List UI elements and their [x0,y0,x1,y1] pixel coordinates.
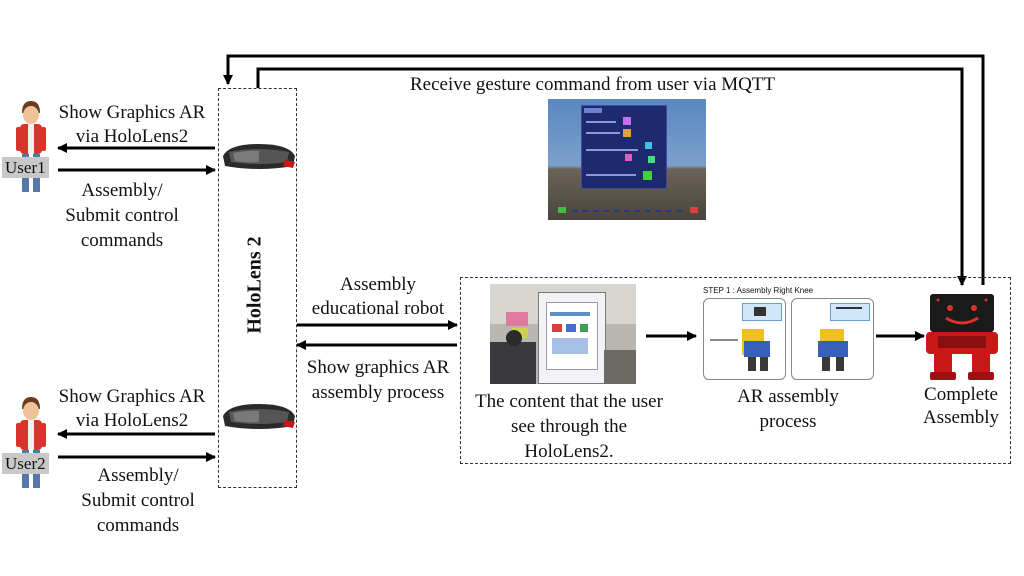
ar-step-panel-1 [703,298,786,380]
hololens-box [218,88,297,488]
ar-process-caption-line2: process [759,411,817,432]
user1-submit-line3: commands [80,230,164,251]
ar-step-panel-2 [791,298,874,380]
feedback-arrow-outer [223,54,985,285]
user2-submit-line1: Assembly/ [97,465,179,486]
content-photo [490,284,636,384]
content-caption-line2: see through the [510,416,628,437]
assembly-robot-line2: educational robot [311,298,445,319]
complete-caption-line2: Assembly [923,407,999,428]
show-graphics-assembly-line1: Show graphics AR [306,357,450,378]
user1-show-graphics-line2: via HoloLens2 [75,126,189,147]
user1-label: User1 [2,157,49,178]
user2-show-graphics-line1: Show Graphics AR [58,386,206,407]
hololens-headset-icon-2 [219,398,297,438]
user1-submit-line2: Submit control [65,205,179,226]
user1-submit-line1: Assembly/ [81,180,163,201]
user1-show-graphics-line1: Show Graphics AR [58,102,206,123]
complete-caption-line1: Complete [924,384,998,405]
show-graphics-assembly-line2: assembly process [311,382,445,403]
user2-label: User2 [2,453,49,474]
content-caption-line1: The content that the user [475,391,663,412]
step-title: STEP 1 : Assembly Right Knee [703,286,814,295]
content-caption-line3: HoloLens2. [524,441,614,462]
ar-process-caption-line1: AR assembly [737,386,839,407]
mqtt-caption: Receive gesture command from user via MQ… [410,74,776,95]
hololens-label: HoloLens 2 [243,236,266,334]
hololens-headset-icon [219,138,297,178]
assembly-process-box [460,277,1011,464]
user2-show-graphics-line2: via HoloLens2 [75,410,189,431]
user2-submit-line2: Submit control [81,490,195,511]
gesture-ui-screenshot [548,99,706,220]
feedback-arrow-inner [256,67,967,286]
user2-avatar [12,393,48,493]
complete-robot-image [924,292,1000,382]
user2-submit-line3: commands [96,515,180,536]
assembly-robot-line1: Assembly [340,274,416,295]
